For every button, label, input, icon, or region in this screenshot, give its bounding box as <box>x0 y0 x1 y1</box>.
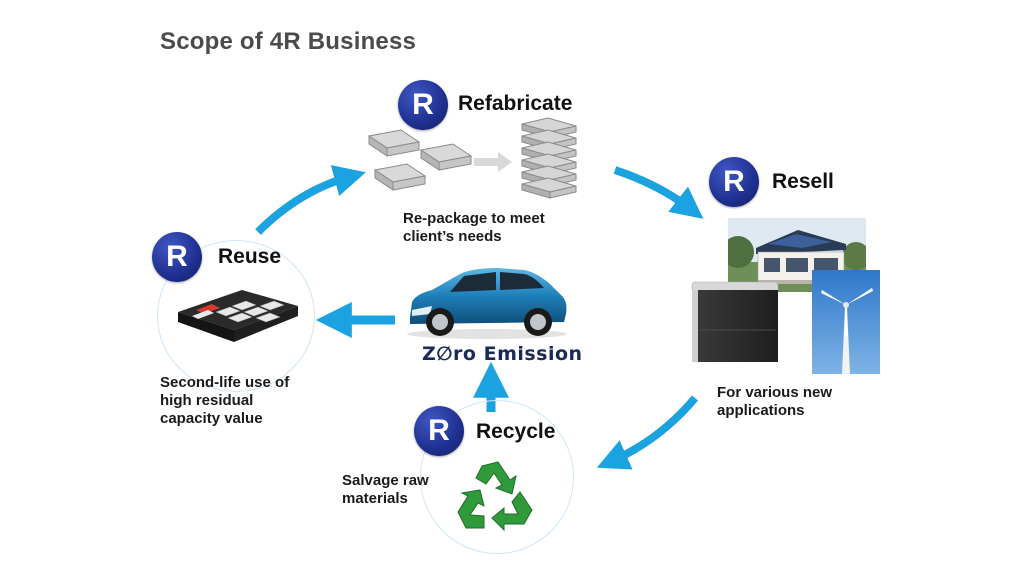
resell-desc-line-2: applications <box>717 402 805 419</box>
recycle-label: Recycle <box>476 420 556 443</box>
recycle-icon <box>457 461 533 532</box>
reuse-desc-line-3: capacity value <box>160 410 263 427</box>
zero-emission-logo: Z∅ro Emission <box>422 343 583 365</box>
refabricate-label: Refabricate <box>458 92 573 115</box>
battery-stack-icon <box>521 117 577 199</box>
ev-car-icon <box>407 268 567 339</box>
resell-badge: R <box>709 157 759 207</box>
battery-pack-icon <box>178 290 298 342</box>
reuse-description: Second-life use of high residual capacit… <box>160 374 289 428</box>
recycle-description: Salvage raw materials <box>342 472 429 508</box>
arrow-resell-to-recycle <box>596 395 699 470</box>
arrow-reuse-to-refabricate <box>255 165 366 235</box>
reuse-ring <box>157 240 315 392</box>
reuse-label: Reuse <box>218 245 282 268</box>
refabricate-desc-line-1: Re-package to meet <box>403 210 545 227</box>
refabricate-badge: R <box>398 80 448 130</box>
wind-turbine-icon <box>812 270 880 374</box>
storage-unit-icon <box>691 281 779 362</box>
arrow-refabricate-to-resell <box>613 166 704 219</box>
refabricate-desc-line-2: client’s needs <box>403 228 502 245</box>
recycle-desc-line-1: Salvage raw <box>342 472 429 489</box>
refabricate-description: Re-package to meet client’s needs <box>403 210 545 246</box>
resell-label: Resell <box>772 170 834 193</box>
resell-description: For various new applications <box>717 384 832 420</box>
recycle-desc-line-2: materials <box>342 490 408 507</box>
recycle-ring <box>420 400 574 554</box>
page-title: Scope of 4R Business <box>160 28 417 55</box>
battery-module-icon <box>367 129 473 191</box>
reuse-desc-line-2: high residual <box>160 392 254 409</box>
reuse-desc-line-1: Second-life use of <box>160 374 290 391</box>
resell-desc-line-1: For various new <box>717 384 833 401</box>
recycle-badge: R <box>414 406 464 456</box>
reuse-badge: R <box>152 232 202 282</box>
